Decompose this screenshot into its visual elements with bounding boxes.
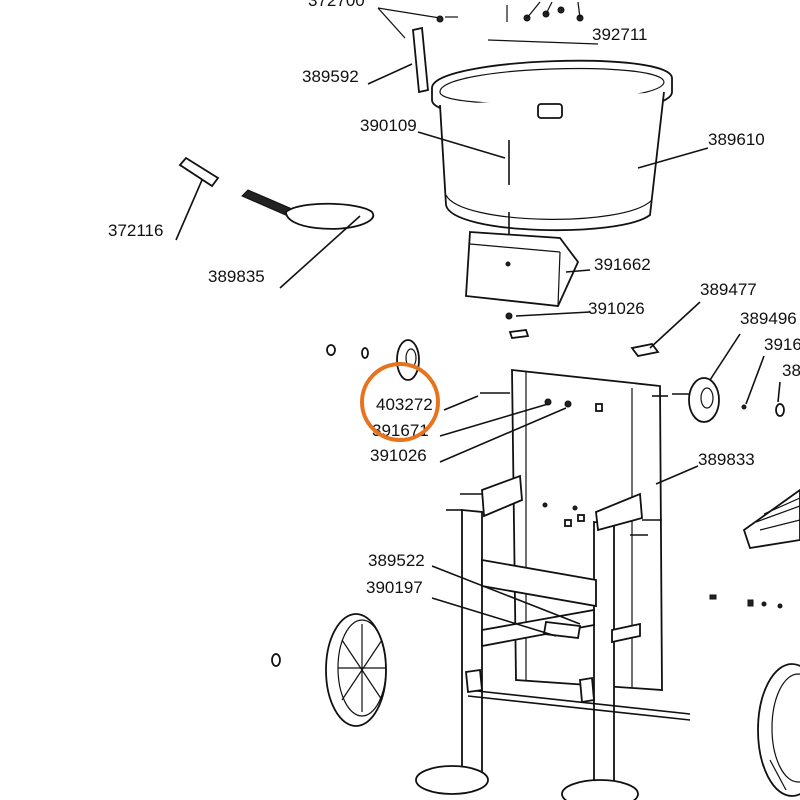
wheel-nut-left xyxy=(271,653,281,667)
label-389496: 389496 xyxy=(740,309,797,328)
frame-389833 xyxy=(415,368,691,800)
label-372700: 372700 xyxy=(308,0,365,10)
firebowl-389610 xyxy=(431,59,673,240)
wheel-left xyxy=(325,613,387,727)
highlight-circle xyxy=(360,362,440,442)
label-389592: 389592 xyxy=(302,67,359,86)
label-372116: 372116 xyxy=(108,221,163,240)
ashpan-391662 xyxy=(465,231,580,320)
label-391662: 391662 xyxy=(594,255,651,274)
label-389477: 389477 xyxy=(700,280,757,299)
label-389833: 389833 xyxy=(698,450,755,469)
label-389522: 389522 xyxy=(368,551,425,570)
wheel-right xyxy=(757,663,800,797)
label-38: 38 xyxy=(782,361,800,380)
nut-391026 xyxy=(508,329,530,339)
label-3916: 3916 xyxy=(764,335,800,354)
leader-lines xyxy=(175,63,781,637)
top-screws xyxy=(377,1,599,45)
label-390109: 390109 xyxy=(360,116,417,135)
grate-right xyxy=(709,488,800,609)
small-nuts-left xyxy=(326,344,369,359)
label-391026-mid: 391026 xyxy=(370,446,427,465)
label-389610: 389610 xyxy=(708,130,765,149)
label-392711: 392711 xyxy=(592,25,647,44)
handle-372116 xyxy=(178,156,220,188)
small-wheel-389496 xyxy=(672,377,720,423)
label-389835: 389835 xyxy=(208,267,265,286)
label-391671: 391671 xyxy=(372,421,429,440)
label-390197: 390197 xyxy=(366,578,423,597)
small-wheel-403272 xyxy=(396,339,420,381)
plate-389477 xyxy=(630,343,660,357)
small-nuts-right xyxy=(741,403,785,417)
rod-389592 xyxy=(412,26,429,94)
shovel-389835 xyxy=(241,189,375,230)
part-labels: 372700 392711 389592 390109 389610 37211… xyxy=(108,0,800,597)
label-391026-top: 391026 xyxy=(588,299,645,318)
label-403272: 403272 xyxy=(376,395,433,414)
